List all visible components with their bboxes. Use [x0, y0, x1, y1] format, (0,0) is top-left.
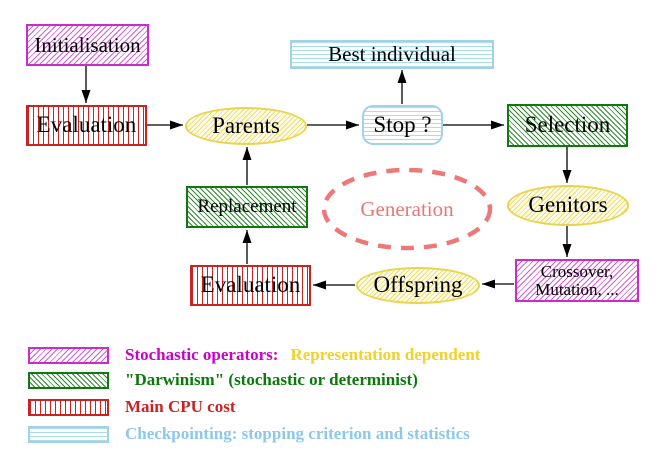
legend-label: Checkpointing: stopping criterion and st…	[125, 424, 470, 443]
node-offspring: Offspring	[356, 267, 480, 304]
legend-label-secondary: Representation dependent	[290, 345, 481, 364]
node-parents: Parents	[185, 107, 307, 145]
node-initialisation: Initialisation	[26, 24, 149, 66]
node-selection: Selection	[507, 104, 628, 147]
node-best-individual: Best individual	[290, 40, 494, 69]
node-crossover-mutation: Crossover, Mutation, ...	[515, 259, 639, 302]
cyan-stripes-swatch	[28, 425, 109, 443]
legend-row-checkpointing: Checkpointing: stopping criterion and st…	[28, 424, 470, 444]
node-evaluation-bottom: Evaluation	[190, 265, 311, 306]
generation-cycle-ellipse	[321, 167, 493, 251]
legend-row-cpu-cost: Main CPU cost	[28, 397, 235, 417]
green-hatch-swatch	[28, 371, 109, 389]
legend-row-stochastic: Stochastic operators: Representation dep…	[28, 345, 480, 365]
magenta-hatch-swatch	[28, 346, 109, 364]
node-evaluation-top: Evaluation	[26, 105, 147, 146]
node-genitors: Genitors	[507, 185, 629, 226]
legend-label: Main CPU cost	[125, 397, 236, 416]
red-stripes-swatch	[28, 398, 109, 416]
generation-cycle-label: Generation	[360, 196, 454, 221]
node-stop: Stop ?	[362, 105, 443, 145]
legend-label: "Darwinism" (stochastic or determinist)	[125, 370, 418, 389]
legend-row-darwinism: "Darwinism" (stochastic or determinist)	[28, 370, 418, 390]
node-replacement: Replacement	[186, 186, 308, 228]
crossover-line1: Crossover,	[540, 261, 614, 281]
legend-label: Stochastic operators:	[125, 345, 279, 364]
crossover-line2: Mutation, ...	[535, 279, 619, 299]
